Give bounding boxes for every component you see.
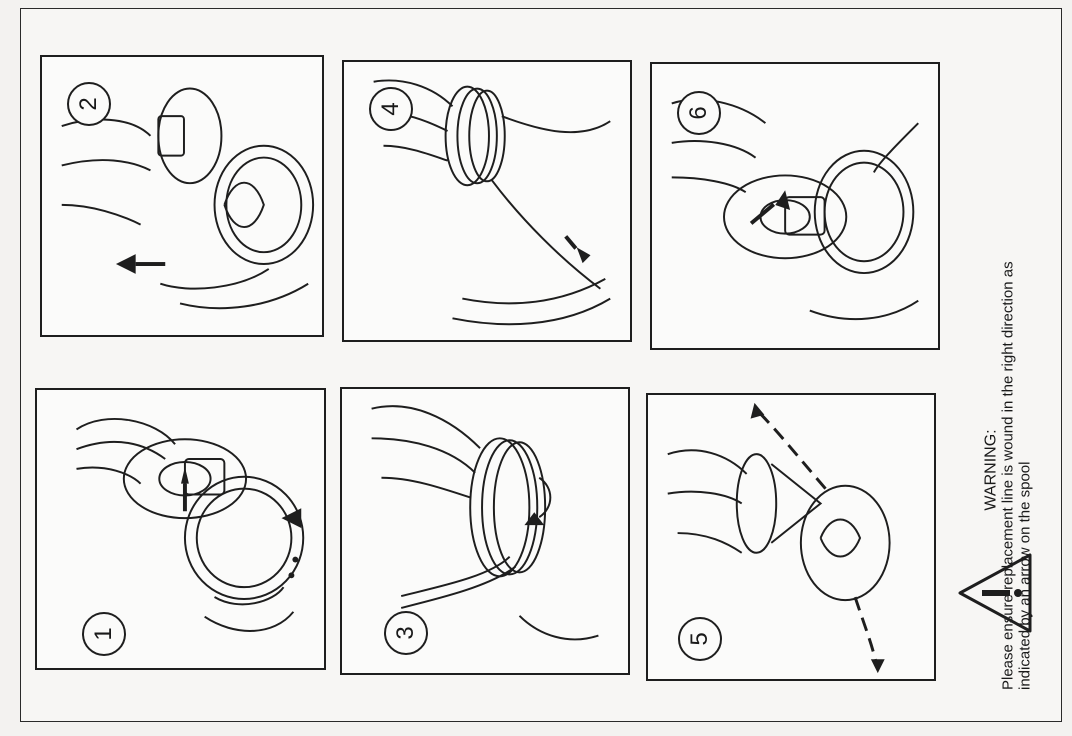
step-5-illustration	[667, 402, 891, 674]
warning-triangle-icon	[958, 553, 1032, 633]
step-4-panel: 4	[342, 60, 632, 342]
step-6-illustration	[671, 98, 919, 321]
step-1-illustration	[75, 417, 305, 632]
step-6-panel: 6	[650, 62, 940, 350]
step-3-illustration	[371, 405, 599, 641]
step-2-illustration	[61, 87, 315, 310]
step-3-panel: 3	[340, 387, 630, 675]
step-number: 1	[90, 627, 117, 641]
step-number: 2	[75, 97, 102, 111]
step-number-badge: 4	[369, 87, 413, 131]
step-number-badge: 2	[67, 82, 111, 126]
step-number: 4	[377, 102, 404, 116]
step-number: 3	[392, 626, 419, 640]
step-number-badge: 1	[82, 612, 126, 656]
step-number-badge: 3	[384, 611, 428, 655]
step-number-badge: 5	[678, 617, 722, 661]
step-5-panel: 5	[646, 393, 936, 681]
step-2-panel: 2	[40, 55, 324, 337]
step-4-illustration	[373, 79, 611, 326]
step-number: 6	[685, 106, 712, 120]
step-number-badge: 6	[677, 91, 721, 135]
step-1-panel: 1	[35, 388, 326, 670]
step-number: 5	[686, 632, 713, 646]
